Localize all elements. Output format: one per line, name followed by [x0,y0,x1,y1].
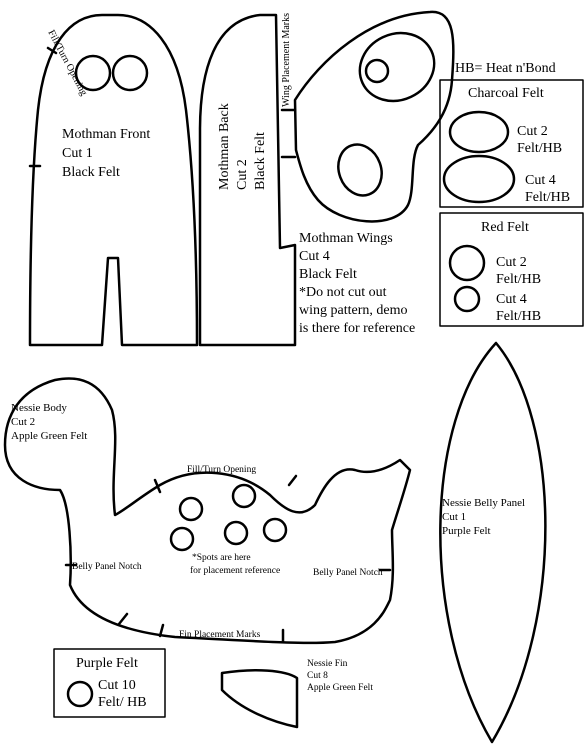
red-circle-1 [448,244,486,282]
svg-text:Nessie Fin Cut 8 Apple: Nessie Fin Cut 8 Apple Green Felt [307,659,373,693]
red-item1-cut: Cut 2 [496,255,527,270]
mothman-back-cut: Cut 2 [235,159,250,190]
wing-spot-lower [337,143,383,197]
spots-note-1: *Spots are here [192,553,251,563]
nessie-belly-panel-outline [439,341,547,744]
charcoal-item1-cut: Cut 2 [517,124,548,139]
nessie-body-outline [3,377,412,645]
charcoal-item2-material: Felt/HB [525,190,570,205]
nessie-fin-title: Nessie Fin [307,659,348,669]
spots-note-2: for placement reference [190,565,280,576]
mothman-eye-right [111,54,149,92]
charcoal-ellipse-2 [442,154,516,204]
body-notch-6 [158,623,165,638]
hb-note: HB= Heat n'Bond [455,61,556,76]
purple-circle [66,680,94,708]
belly-notch-right-label: Belly Panel Notch [313,568,383,578]
svg-text:Cut 2 Felt/HB Cut 4: Cut 2 Felt/HB Cut 4 Felt/HB [496,255,545,324]
mothman-wing-outline [293,10,455,223]
purple-title: Purple Felt [76,656,138,671]
svg-text:Nessie Belly Panel Cut 1: Nessie Belly Panel Cut 1 Purple Felt [442,497,528,537]
svg-text:Cut 10 Felt/ HB: Cut 10 Felt/ HB [98,678,147,710]
charcoal-item1-material: Felt/HB [517,141,562,156]
svg-text:Nessie Body Cut 2 Appl: Nessie Body Cut 2 Apple Green Felt [11,402,87,442]
svg-text:Wing Placement Marks: Wing Placement Marks [281,13,292,107]
mothman-fill-opening-label: Fill/Turn Opening [45,28,89,97]
charcoal-title: Charcoal Felt [468,86,544,101]
mothman-wings-note-1: *Do not cut out [299,285,387,300]
belly-panel-material: Purple Felt [442,525,491,537]
svg-text:*Spots are here for placem: *Spots are here for placement reference [190,553,280,576]
nessie-spot-3 [223,520,249,546]
belly-panel-title: Nessie Belly Panel [442,497,525,509]
mothman-back-outline [198,13,297,347]
red-felt-box [439,212,584,327]
nessie-body-title: Nessie Body [11,402,67,414]
wing-spot-small [364,58,390,84]
mothman-front-cut: Cut 1 [62,146,93,161]
mothman-eye-left [74,54,112,92]
svg-text:Mothman Back Cut 2 Bla: Mothman Back Cut 2 Black Felt [217,100,268,190]
mothman-wings-cut: Cut 4 [299,249,330,264]
belly-panel-cut: Cut 1 [442,511,466,523]
nessie-spot-2 [178,496,204,522]
fin-placement-marks-label: Fin Placement Marks [179,630,261,640]
nessie-body-material: Apple Green Felt [11,430,87,442]
mothman-back-title: Mothman Back [217,103,232,190]
svg-text:Mothman Front Cut 1 Bl: Mothman Front Cut 1 Black Felt [62,127,154,180]
mothman-front-title: Mothman Front [62,127,150,142]
fill-notch-mark [46,46,58,55]
nessie-fin-material: Apple Green Felt [307,683,373,693]
nessie-fill-opening-label: Fill/Turn Opening [187,465,256,475]
mothman-back-material: Black Felt [253,132,268,190]
purple-felt-box [53,648,166,718]
belly-notch-left-label: Belly Panel Notch [72,562,142,572]
mothman-front-outline [28,13,199,347]
nessie-fin-cut: Cut 8 [307,671,328,681]
nessie-spot-4 [262,517,288,543]
red-circle-2 [453,285,481,313]
red-item2-cut: Cut 4 [496,292,527,307]
mothman-wings-note-2: wing pattern, demo [299,303,407,318]
charcoal-item2-cut: Cut 4 [525,173,556,188]
purple-item-cut: Cut 10 [98,678,136,693]
nessie-body-cut: Cut 2 [11,416,35,428]
purple-item-material: Felt/ HB [98,695,147,710]
nessie-fin-outline [220,669,299,729]
mothman-wings-note-3: is there for reference [299,321,415,336]
charcoal-felt-box [439,79,584,208]
body-notch-2 [287,474,298,487]
nessie-spot-5 [169,526,195,552]
red-title: Red Felt [481,220,529,235]
body-notch-5 [117,612,129,626]
red-item2-material: Felt/HB [496,309,541,324]
wing-placement-marks-label: Wing Placement Marks [281,13,292,107]
svg-text:Fill/Turn Opening: Fill/Turn Opening [45,28,89,97]
mothman-wings-material: Black Felt [299,267,357,282]
charcoal-ellipse-1 [448,110,510,154]
svg-text:Mothman Wings Cut 4 Bl: Mothman Wings Cut 4 Black Felt *Do not c… [299,231,415,336]
mothman-wings-title: Mothman Wings [299,231,393,246]
wing-spot-large [358,31,436,103]
body-notch-1 [153,478,162,494]
svg-text:Cut 2 Felt/HB Cut 4: Cut 2 Felt/HB Cut 4 Felt/HB [517,124,570,205]
mothman-front-material: Black Felt [62,165,120,180]
red-item1-material: Felt/HB [496,272,541,287]
nessie-spot-1 [231,483,257,509]
